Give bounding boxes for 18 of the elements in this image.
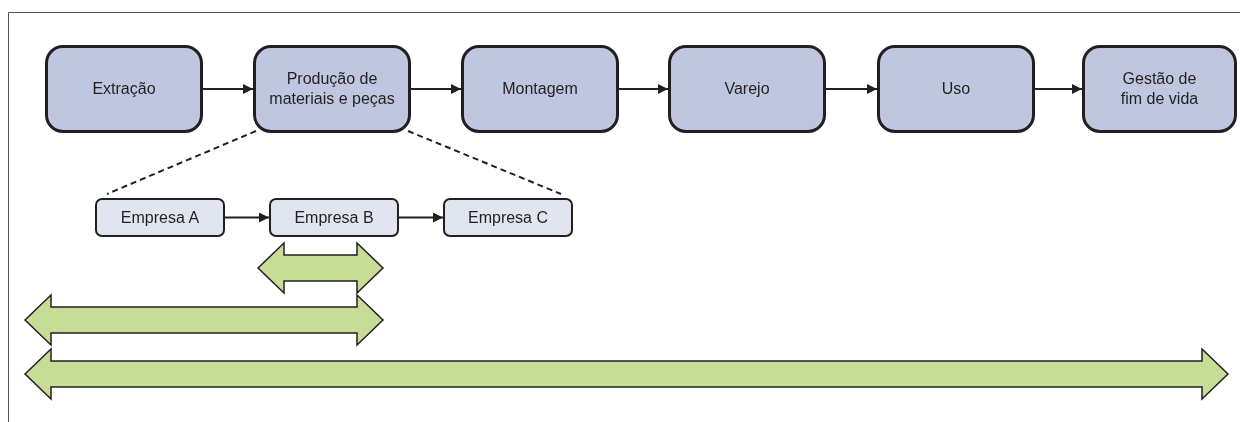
stage-box: Uso bbox=[877, 45, 1035, 133]
company-box: Empresa B bbox=[269, 198, 399, 237]
arrow bbox=[825, 84, 878, 94]
company-box: Empresa C bbox=[443, 198, 573, 237]
arrow bbox=[224, 212, 270, 223]
dashed-line bbox=[106, 130, 257, 195]
stage-box: Varejo bbox=[668, 45, 826, 133]
stage-box: Produção de materiais e peças bbox=[253, 45, 411, 133]
arrow bbox=[398, 212, 444, 223]
arrow bbox=[1034, 84, 1083, 94]
arrow bbox=[202, 84, 254, 94]
stage-box: Extração bbox=[45, 45, 203, 133]
dashed-line bbox=[407, 130, 562, 195]
arrow bbox=[618, 84, 669, 94]
stage-box: Gestão de fim de vida bbox=[1082, 45, 1237, 133]
arrow bbox=[410, 84, 462, 94]
stage-box: Montagem bbox=[461, 45, 619, 133]
company-box: Empresa A bbox=[95, 198, 225, 237]
